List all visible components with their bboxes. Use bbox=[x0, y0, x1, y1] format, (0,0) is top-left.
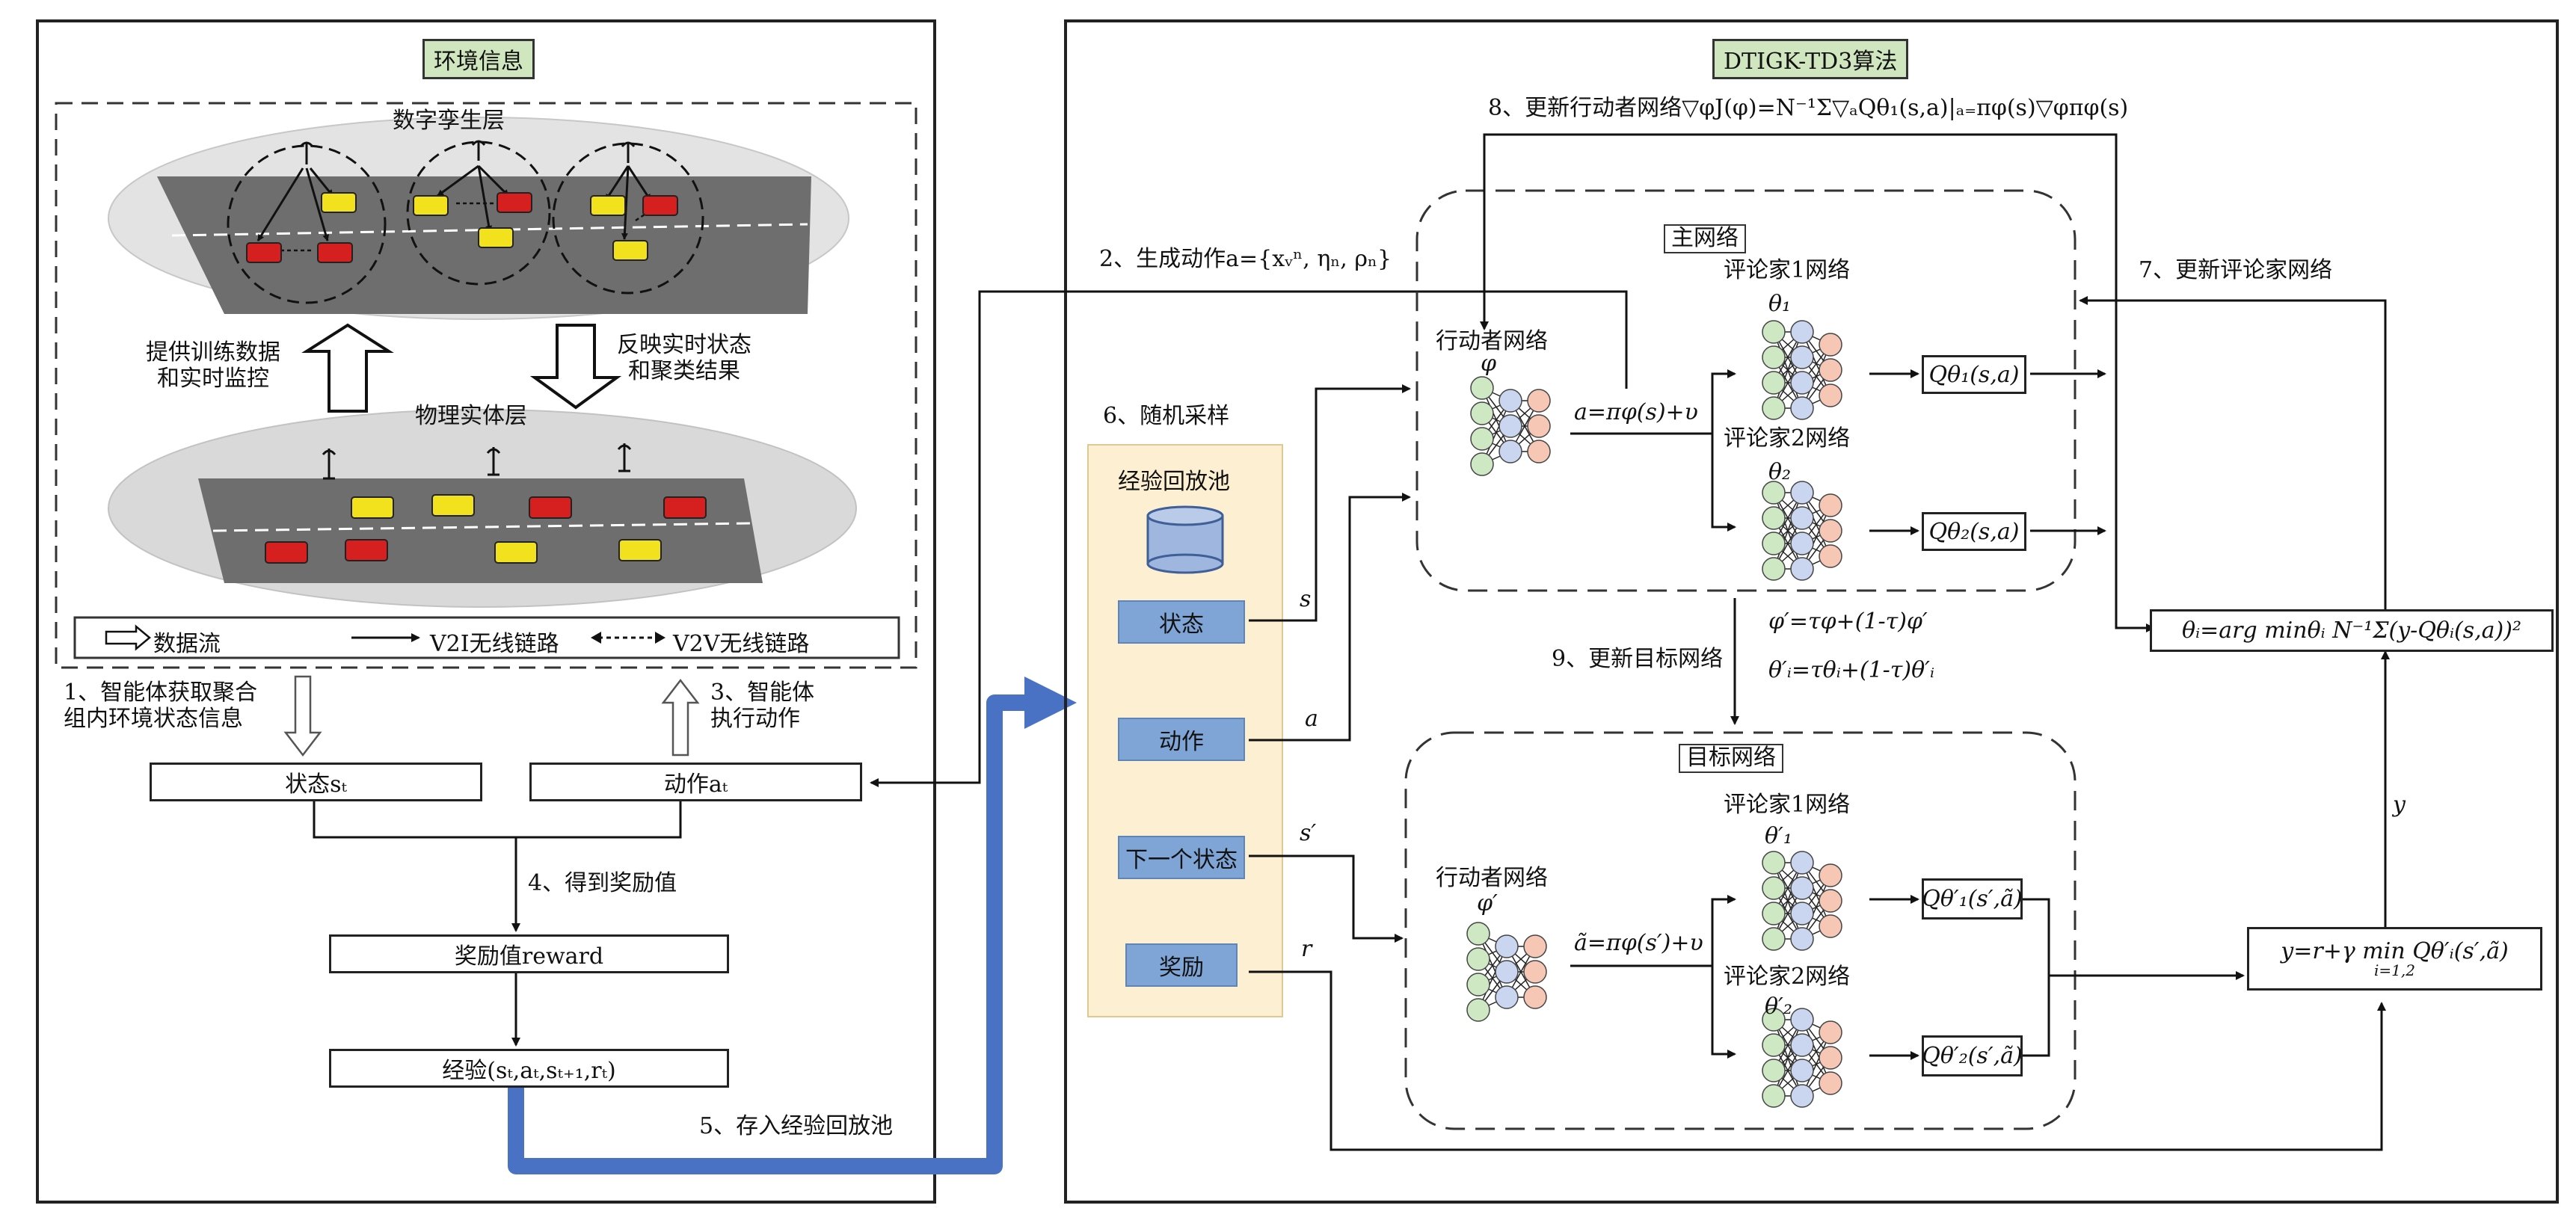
target-network-label: 目标网络 bbox=[1679, 744, 1783, 773]
state-box: 状态sₜ bbox=[150, 763, 482, 801]
target-critic1-network-icon bbox=[1762, 851, 1842, 951]
legend-data-flow: 数据流 bbox=[153, 631, 221, 657]
step1-label: 1、智能体获取聚合 组内环境状态信息 bbox=[64, 680, 258, 732]
reflect-state-label: 反映实时状态 和聚类结果 bbox=[617, 332, 751, 384]
algorithm-title: DTIGK-TD3算法 bbox=[1712, 39, 1909, 79]
vehicle-icon bbox=[246, 192, 678, 263]
legend-v2v: V2V无线链路 bbox=[673, 631, 810, 657]
target-value-formula: y=r+γ min Qθ′ᵢ(s′,ã) bbox=[2281, 938, 2509, 964]
step5-label: 5、存入经验回放池 bbox=[699, 1113, 894, 1139]
rsu-antenna-icon bbox=[299, 140, 636, 164]
buffer-item-action: 动作 bbox=[1118, 718, 1245, 761]
soft-update-phi: φ′=τφ+(1-τ)φ′ bbox=[1768, 609, 1928, 635]
q2-box: Qθ₂(s,a) bbox=[1922, 512, 2026, 551]
critic1-label: 评论家1网络 bbox=[1724, 257, 1851, 283]
target-actor-label: 行动者网络 bbox=[1436, 865, 1548, 891]
phi-prime-label: φ′ bbox=[1477, 890, 1498, 917]
policy-label: a=πφ(s)+υ bbox=[1574, 399, 1698, 425]
physical-layer-label: 物理实体层 bbox=[415, 403, 527, 429]
theta2-prime-label: θ′₂ bbox=[1765, 994, 1792, 1020]
buffer-item-state: 状态 bbox=[1118, 600, 1245, 644]
target-value-box: y=r+γ min Qθ′ᵢ(s′,ã) i=1,2 bbox=[2247, 927, 2542, 991]
tq2-box: Qθ′₂(s′,ã) bbox=[1922, 1035, 2023, 1076]
critic-update-box: θᵢ=arg minθᵢ N⁻¹Σ(y-Qθᵢ(s,a))² bbox=[2150, 609, 2554, 652]
legend-v2i: V2I无线链路 bbox=[430, 631, 559, 657]
target-critic2-network-icon bbox=[1762, 1008, 1842, 1108]
cluster-circle bbox=[227, 144, 387, 304]
data-flow-icon bbox=[105, 624, 151, 651]
target-critic2-label: 评论家2网络 bbox=[1724, 964, 1851, 990]
step8-label: 8、更新行动者网络▽φJ(φ)=N⁻¹Σ▽ₐQθ₁(s,a)|ₐ₌πφ(s)▽φ… bbox=[1488, 95, 2129, 121]
var-s-prime: s′ bbox=[1300, 820, 1317, 846]
down-hollow-arrow-icon bbox=[283, 675, 322, 757]
upload-arrow-icon bbox=[301, 323, 394, 413]
main-network-box bbox=[1415, 189, 2077, 592]
q1-box: Qθ₁(s,a) bbox=[1922, 355, 2026, 394]
step3-label: 3、智能体 执行动作 bbox=[710, 680, 815, 732]
phi-label: φ bbox=[1481, 351, 1497, 377]
step9-label: 9、更新目标网络 bbox=[1552, 646, 1724, 672]
right-panel bbox=[1064, 19, 2559, 1204]
theta1-label: θ₁ bbox=[1768, 291, 1792, 317]
main-network-label: 主网络 bbox=[1664, 224, 1746, 253]
var-s: s bbox=[1300, 586, 1312, 612]
store-flow-arrow-head bbox=[1024, 677, 1077, 729]
soft-update-theta: θ′ᵢ=τθᵢ+(1-τ)θ′ᵢ bbox=[1768, 657, 1935, 683]
download-arrow-icon bbox=[529, 324, 622, 410]
buffer-item-reward: 奖励 bbox=[1125, 943, 1238, 987]
provide-data-label: 提供训练数据 和实时监控 bbox=[146, 339, 280, 392]
y-label: y bbox=[2393, 792, 2406, 818]
rsu-antenna-icon bbox=[322, 443, 632, 480]
critic2-network-icon bbox=[1762, 481, 1842, 581]
target-network-box bbox=[1404, 731, 2077, 1130]
action-box: 动作aₜ bbox=[529, 763, 862, 801]
replay-pool-label: 经验回放池 bbox=[1118, 469, 1230, 495]
step7-label: 7、更新评论家网络 bbox=[2139, 257, 2333, 283]
legend-box bbox=[73, 616, 900, 659]
tq1-box: Qθ′₁(s′,ã) bbox=[1922, 878, 2023, 920]
target-policy-label: ã=πφ(s′)+υ bbox=[1574, 930, 1703, 956]
left-panel bbox=[36, 19, 936, 1204]
up-hollow-arrow-icon bbox=[661, 678, 700, 757]
actor-network-icon bbox=[1470, 376, 1551, 476]
reward-box: 奖励值reward bbox=[329, 934, 729, 973]
step4-label: 4、得到奖励值 bbox=[528, 870, 677, 896]
database-icon bbox=[1146, 505, 1224, 574]
store-flow-arrow bbox=[508, 694, 1032, 1174]
cluster-circle bbox=[552, 142, 704, 295]
actor-network-label: 行动者网络 bbox=[1436, 328, 1548, 354]
step2-label: 2、生成动作a={xᵥⁿ, ηₙ, ρₙ} bbox=[1099, 246, 1392, 272]
var-r: r bbox=[1301, 936, 1312, 962]
environment-title: 环境信息 bbox=[422, 39, 535, 79]
critic2-label: 评论家2网络 bbox=[1724, 425, 1851, 452]
v2v-link-icon bbox=[591, 632, 665, 644]
critic1-network-icon bbox=[1762, 320, 1842, 420]
twin-layer-label: 数字孪生层 bbox=[393, 108, 505, 134]
vehicle-icon bbox=[265, 494, 707, 564]
target-value-subscript: i=1,2 bbox=[2374, 961, 2415, 979]
target-actor-network-icon bbox=[1466, 922, 1547, 1022]
var-a: a bbox=[1305, 706, 1318, 732]
step6-label: 6、随机采样 bbox=[1103, 403, 1230, 429]
target-critic1-label: 评论家1网络 bbox=[1724, 792, 1851, 818]
cluster-circle bbox=[406, 141, 551, 286]
theta1-prime-label: θ′₁ bbox=[1765, 823, 1792, 849]
buffer-item-next-state: 下一个状态 bbox=[1118, 836, 1245, 879]
experience-box: 经验(sₜ,aₜ,sₜ₊₁,rₜ) bbox=[329, 1049, 729, 1088]
theta2-label: θ₂ bbox=[1768, 459, 1792, 485]
generate-action-line bbox=[870, 290, 1628, 787]
